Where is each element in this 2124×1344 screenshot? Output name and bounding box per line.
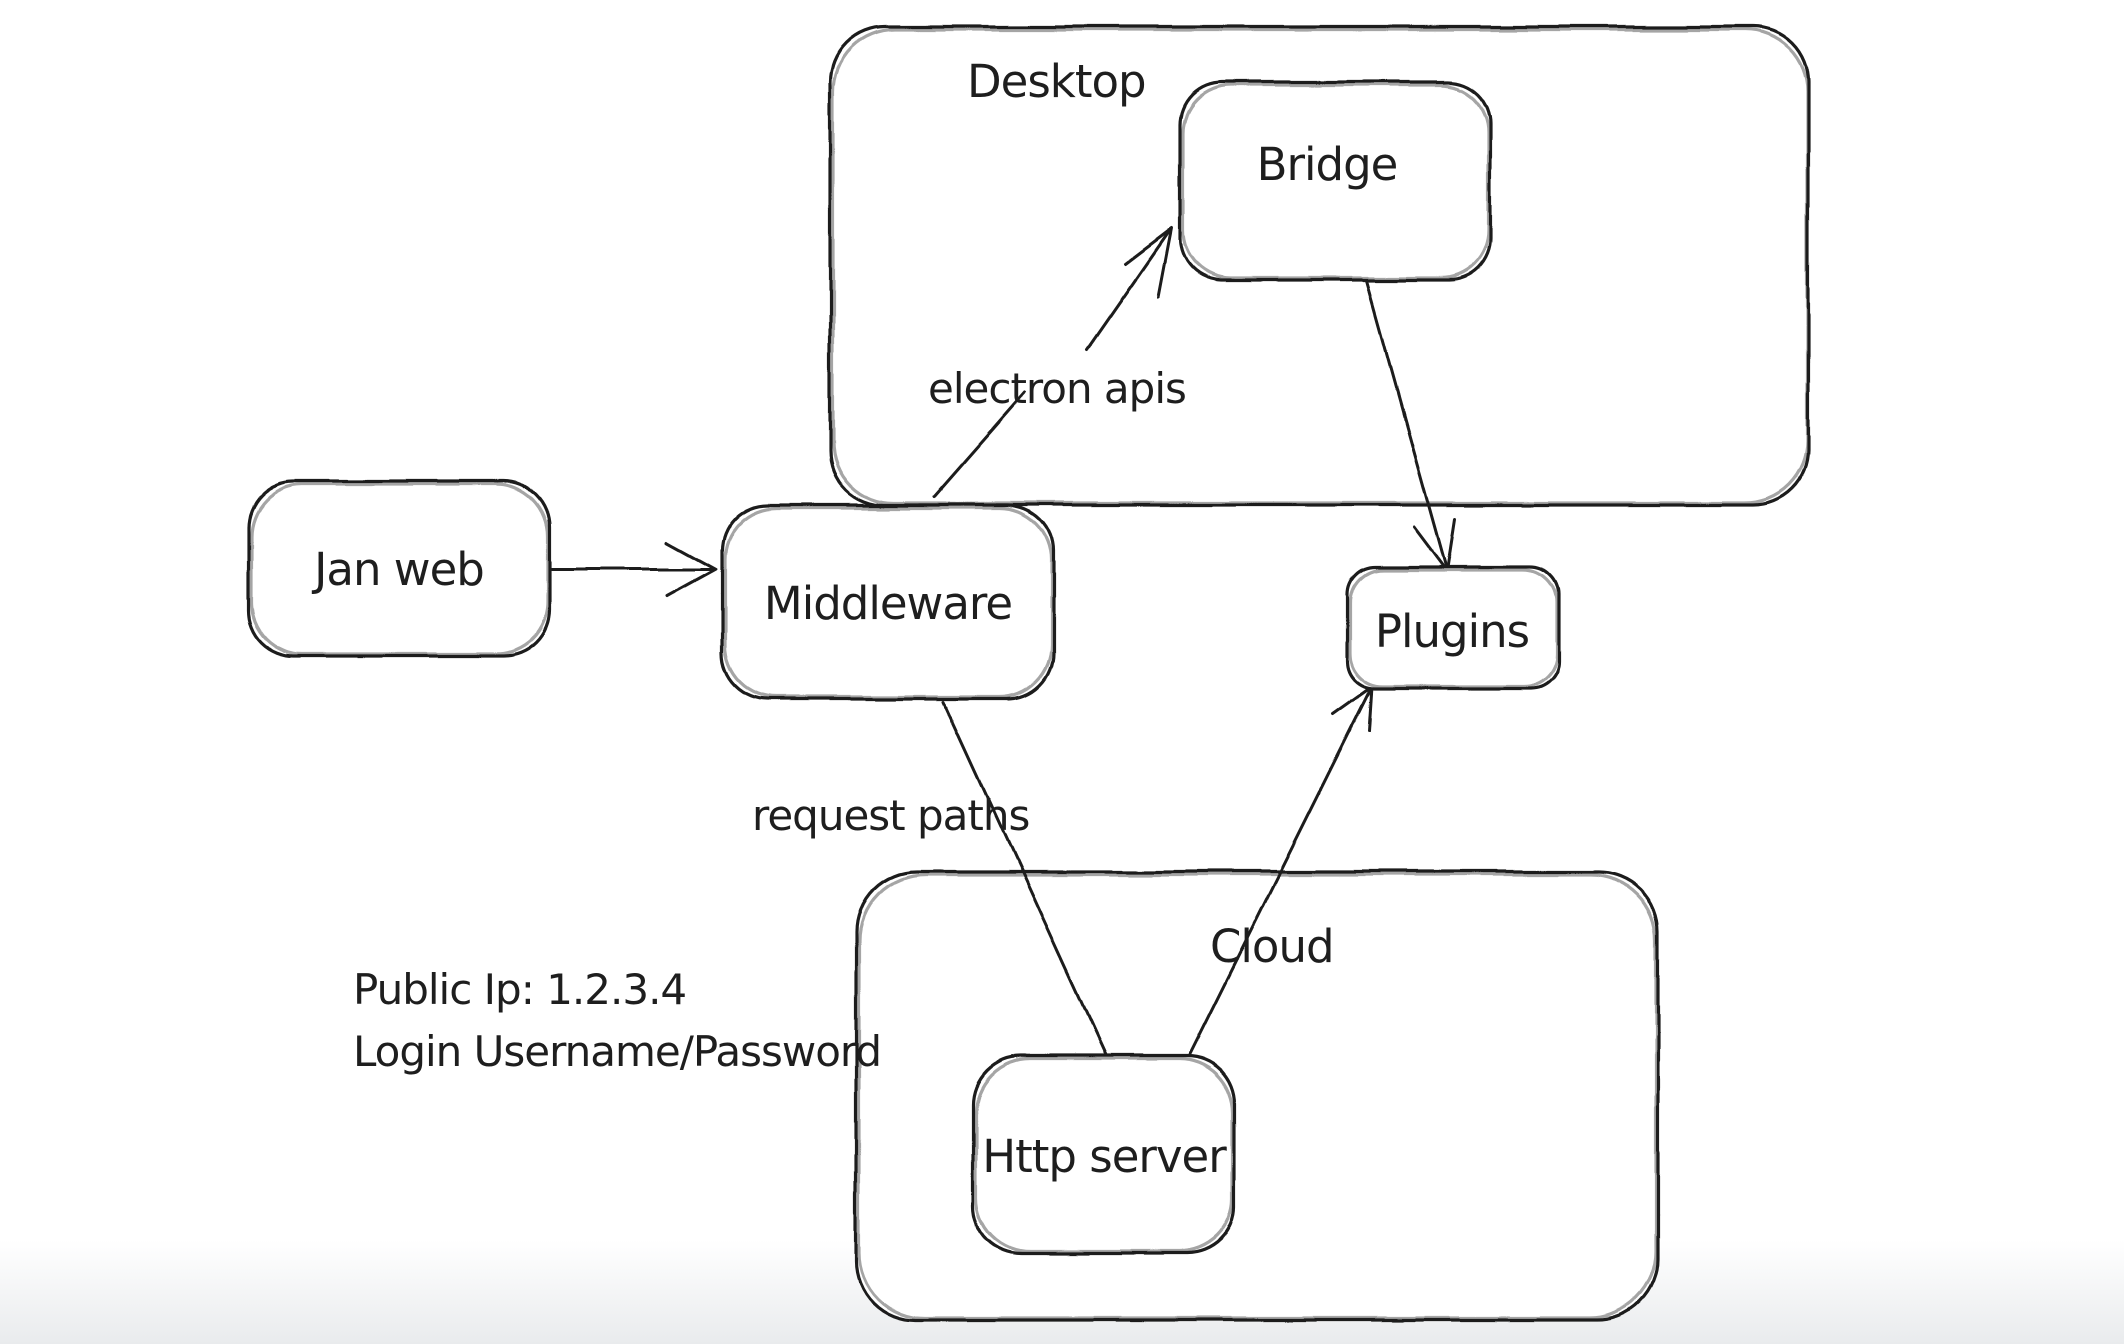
- jan-web-label: Jan web: [311, 543, 484, 596]
- arrowhead-bridge: [1123, 226, 1173, 299]
- http-server-label: Http server: [982, 1130, 1227, 1183]
- edge-middleware-to-bridge-lower: [932, 390, 1028, 499]
- bridge-label: Bridge: [1257, 138, 1398, 191]
- node-plugins: [1345, 565, 1561, 690]
- plugins-label: Plugins: [1375, 605, 1529, 658]
- desktop-container-label: Desktop: [967, 55, 1146, 108]
- node-http-server: [971, 1054, 1237, 1256]
- edge-httpserver-to-plugins: [1186, 684, 1374, 1058]
- node-bridge: [1178, 80, 1492, 282]
- edge-middleware-to-bridge-upper: [1084, 227, 1172, 352]
- node-jan-web: [246, 479, 552, 658]
- annotation-public-ip: Public Ip: 1.2.3.4: [353, 965, 686, 1014]
- node-middleware: [720, 503, 1056, 701]
- middleware-label: Middleware: [764, 577, 1012, 630]
- edge-label-request-paths: request paths: [752, 791, 1029, 840]
- annotation-login: Login Username/Password: [353, 1027, 881, 1076]
- arrowhead-middleware: [665, 540, 718, 598]
- edge-label-electron-apis: electron apis: [928, 364, 1186, 413]
- edge-bridge-to-plugins: [1361, 265, 1448, 568]
- cloud-container-label: Cloud: [1210, 920, 1334, 973]
- edge-middleware-to-httpserver: [942, 700, 1108, 1058]
